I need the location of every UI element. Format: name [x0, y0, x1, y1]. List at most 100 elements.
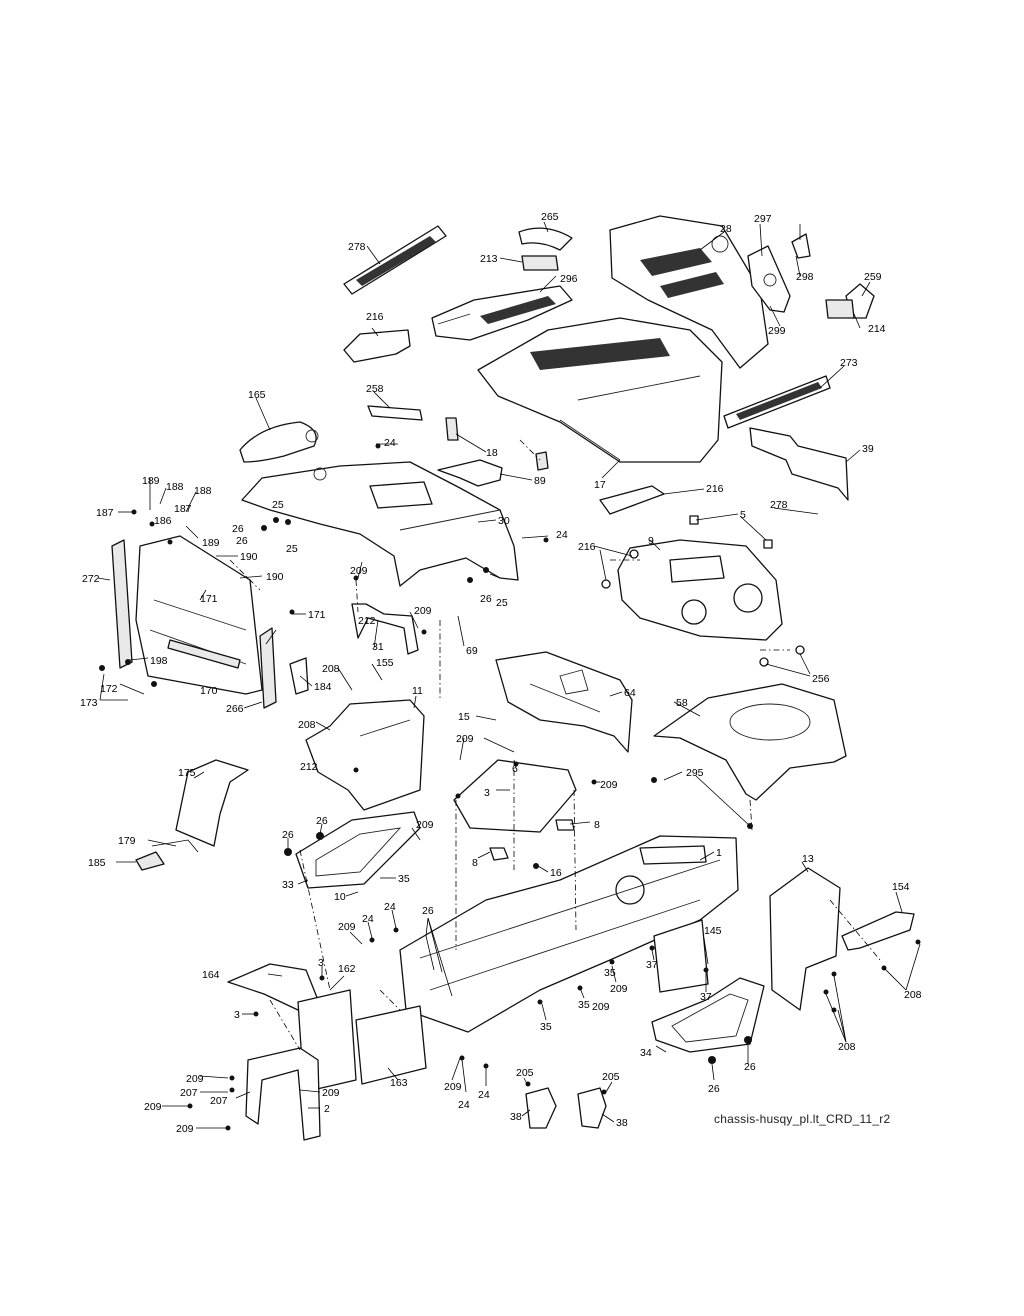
callout-205b: 205 — [602, 1071, 620, 1083]
callout-209f: 209 — [610, 983, 628, 995]
callout-207b: 207 — [210, 1095, 228, 1107]
callout-26h: 26 — [422, 905, 434, 917]
part-13-bracket — [769, 867, 841, 1011]
callout-184: 184 — [314, 681, 332, 693]
callout-145: 145 — [704, 925, 722, 937]
callout-25c: 25 — [496, 597, 508, 609]
callout-35c: 35 — [540, 1021, 552, 1033]
callout-189b: 189 — [202, 537, 220, 549]
callout-266: 272 — [82, 573, 100, 585]
callout-24e: 24 — [458, 1099, 470, 1111]
callout-17: 17 — [594, 479, 606, 491]
callout-209h: 209 — [186, 1073, 204, 1085]
part-184-bracket — [289, 657, 309, 695]
part-179-rod — [151, 839, 199, 853]
callout-33: 33 — [282, 879, 294, 891]
part-296-panel — [747, 245, 791, 313]
part-185-pedal — [135, 851, 165, 871]
part-39-bracket — [749, 427, 849, 501]
callout-58: 58 — [676, 697, 688, 709]
callout-64: 64 — [624, 687, 636, 699]
callout-205a: 205 — [516, 1067, 534, 1079]
callout-188b: 188 — [194, 485, 212, 497]
callout-273: 278 — [348, 241, 366, 253]
callout-208d: 208 — [838, 1041, 856, 1053]
part-38-brackets — [525, 1087, 607, 1129]
callout-24b: 24 — [556, 529, 568, 541]
part-34-footrest-right — [651, 977, 765, 1053]
callout-3a: 3 — [484, 787, 490, 799]
callout-208a: 208 — [322, 663, 340, 675]
callout-213: 216 — [366, 311, 384, 323]
callout-209o: 212 — [300, 761, 318, 773]
part-9-dashboard — [617, 539, 783, 641]
callout-16: 16 — [550, 867, 562, 879]
callout-212b: 214 — [868, 323, 886, 335]
callout-259: 265 — [541, 211, 559, 223]
callout-38b: 38 — [616, 1117, 628, 1129]
part-170-front-panel — [135, 535, 263, 695]
callout-209k: 209 — [322, 1087, 340, 1099]
part-266-side-trim — [111, 539, 133, 669]
callout-39: 39 — [862, 443, 874, 455]
callout-170: 170 — [200, 685, 218, 697]
part-2-axle-bracket — [245, 1047, 321, 1141]
callout-212a: 213 — [480, 253, 498, 265]
callout-2: 2 — [324, 1103, 330, 1115]
callout-187b: 187 — [174, 503, 192, 515]
part-6-plate — [453, 759, 577, 833]
part-8-clamps — [489, 819, 575, 861]
callout-214: 216 — [706, 483, 724, 495]
callout-164: 164 — [202, 969, 220, 981]
part-299-knob — [791, 233, 811, 259]
callout-89: 89 — [534, 475, 546, 487]
part-89-cover — [437, 459, 503, 487]
callout-26e: 26 — [316, 815, 328, 827]
callout-216b: 256 — [812, 673, 830, 685]
callout-209j: 209 — [176, 1123, 194, 1135]
callout-209g: 209 — [338, 921, 356, 933]
part-31-bracket — [351, 603, 419, 655]
part-18-tab — [445, 417, 549, 471]
callout-207a: 207 — [180, 1087, 198, 1099]
callout-37b: 37 — [700, 991, 712, 1003]
callout-3c: 3 — [234, 1009, 240, 1021]
part-5-clips — [689, 515, 773, 549]
callout-171a: 171 — [200, 593, 218, 605]
part-145-plate — [653, 919, 709, 993]
hardware-bolts — [99, 443, 921, 1131]
callout-162: 162 — [338, 963, 356, 975]
callout-209i: 209 — [144, 1101, 162, 1113]
callout-leaders — [97, 221, 921, 1129]
callout-209b: 209 — [414, 605, 432, 617]
callout-28: 28 — [720, 223, 732, 235]
callout-278b: 295 — [686, 767, 704, 779]
callout-256: 258 — [366, 383, 384, 395]
assembly-centerlines — [229, 439, 881, 1051]
callout-171b: 171 — [308, 609, 326, 621]
callout-165: 165 — [248, 389, 266, 401]
callout-186: 186 — [154, 515, 172, 527]
callout-9: 9 — [648, 535, 654, 547]
callout-298: 299 — [768, 325, 786, 337]
callout-173: 173 — [80, 697, 98, 709]
part-259-emblem — [518, 227, 573, 251]
part-265-side-trim — [259, 627, 277, 709]
part-64-shield — [495, 651, 633, 753]
callout-69: 69 — [466, 645, 478, 657]
callout-35d: 35 — [604, 967, 616, 979]
callout-189a: 189 — [142, 475, 160, 487]
callout-187a: 187 — [96, 507, 114, 519]
callout-34: 34 — [640, 1047, 652, 1059]
callout-18: 18 — [486, 447, 498, 459]
callout-175: 175 — [178, 767, 196, 779]
part-33-footrest-left — [295, 811, 421, 889]
part-273-grille-strip — [343, 225, 447, 295]
callout-179: 179 — [118, 835, 136, 847]
callout-209a: 209 — [350, 565, 368, 577]
callout-163: 163 — [390, 1077, 408, 1089]
callout-209e: 209 — [416, 819, 434, 831]
callout-31: 31 — [372, 641, 384, 653]
callout-172: 172 — [100, 683, 118, 695]
part-214-clip — [599, 485, 665, 515]
